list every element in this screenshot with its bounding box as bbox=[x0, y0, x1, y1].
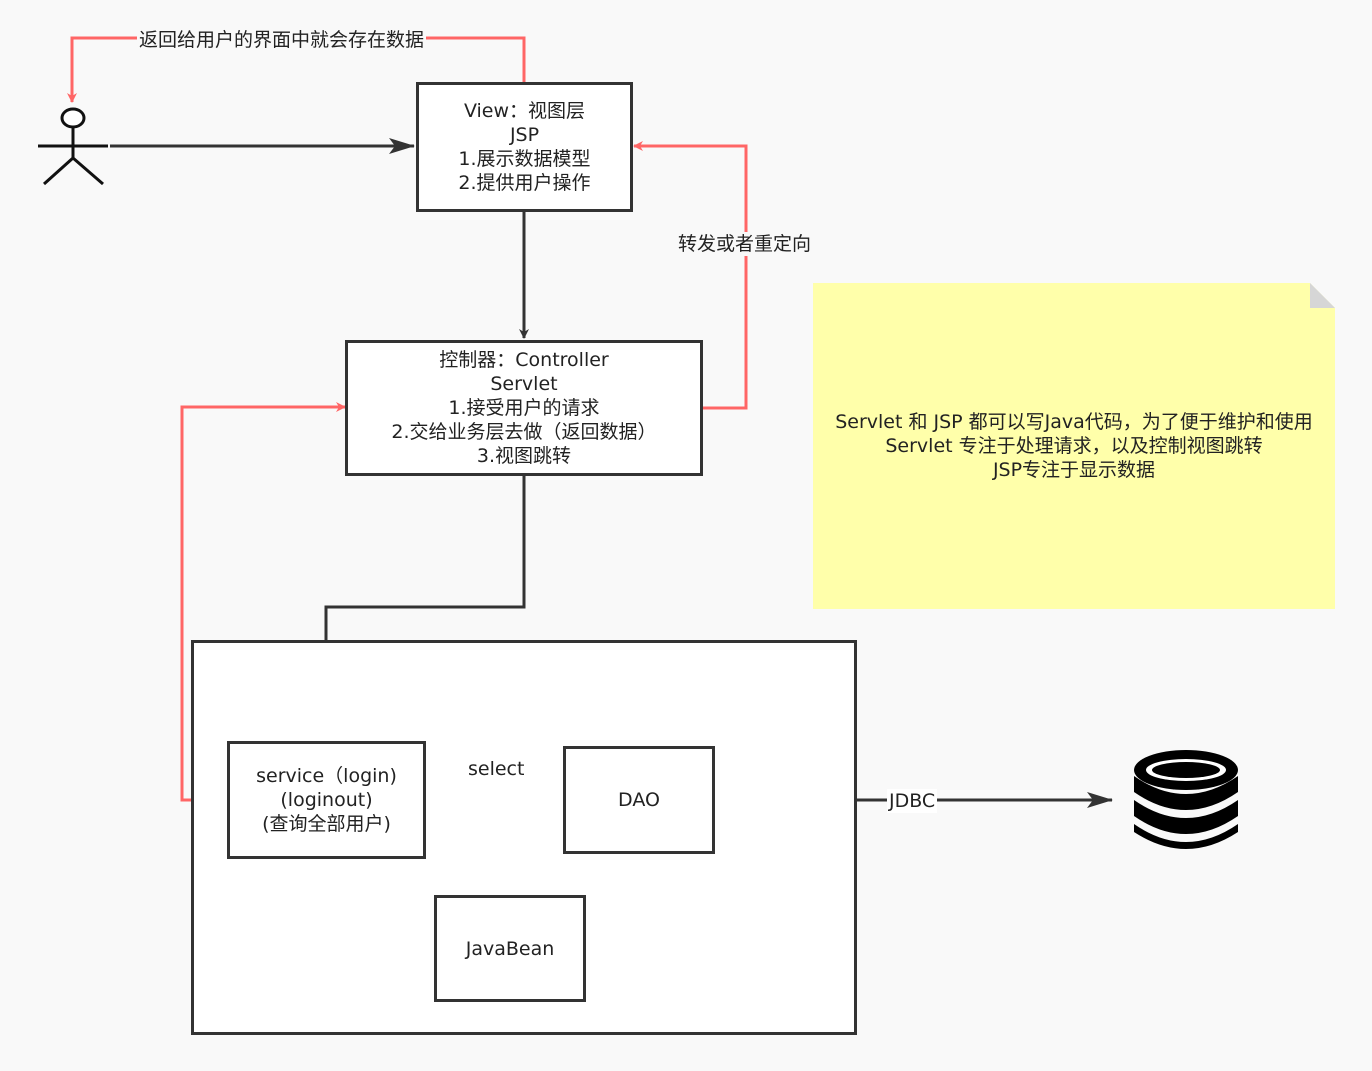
view-box-line2: 2.提供用户操作 bbox=[458, 172, 591, 194]
edge-label-select: select bbox=[466, 757, 527, 781]
edge-label-return-to-user: 返回给用户的界面中就会存在数据 bbox=[137, 28, 427, 52]
javabean-box-label: JavaBean bbox=[465, 937, 555, 960]
view-box-line1: 1.展示数据模型 bbox=[458, 148, 591, 170]
controller-box-line2: 2.交给业务层去做（返回数据） bbox=[391, 421, 657, 443]
controller-box-tech: Servlet bbox=[490, 373, 558, 395]
service-box-line1: service（login) bbox=[256, 765, 397, 787]
note-line1: Servlet 和 JSP 都可以写Java代码，为了便于维护和使用 bbox=[835, 411, 1313, 433]
service-box-line3: (查询全部用户) bbox=[262, 813, 391, 835]
javabean-box[interactable]: JavaBean bbox=[434, 895, 586, 1002]
service-box[interactable]: service（login) (loginout) (查询全部用户) bbox=[227, 741, 426, 859]
database-icon bbox=[1134, 750, 1238, 849]
service-box-line2: (loginout) bbox=[280, 789, 373, 811]
dao-box-label: DAO bbox=[618, 789, 660, 811]
view-layer-box[interactable]: View：视图层 JSP 1.展示数据模型 2.提供用户操作 bbox=[416, 82, 633, 212]
controller-box-title: 控制器：Controller bbox=[439, 349, 609, 371]
edge-label-forward-redirect: 转发或者重定向 bbox=[676, 232, 814, 256]
view-box-tech: JSP bbox=[509, 124, 540, 146]
sticky-note: Servlet 和 JSP 都可以写Java代码，为了便于维护和使用 Servl… bbox=[813, 283, 1335, 609]
view-box-title: View：视图层 bbox=[463, 100, 586, 122]
stick-figure-icon bbox=[38, 107, 108, 186]
note-line3: JSP专注于显示数据 bbox=[992, 459, 1156, 481]
controller-box[interactable]: 控制器：Controller Servlet 1.接受用户的请求 2.交给业务层… bbox=[345, 340, 703, 476]
note-line2: Servlet 专注于处理请求，以及控制视图跳转 bbox=[885, 435, 1263, 457]
controller-box-line1: 1.接受用户的请求 bbox=[448, 397, 600, 419]
controller-to-view-edge bbox=[633, 141, 748, 410]
controller-box-line3: 3.视图跳转 bbox=[476, 445, 572, 467]
dao-box[interactable]: DAO bbox=[563, 746, 715, 854]
edge-label-jdbc: JDBC bbox=[887, 789, 938, 813]
